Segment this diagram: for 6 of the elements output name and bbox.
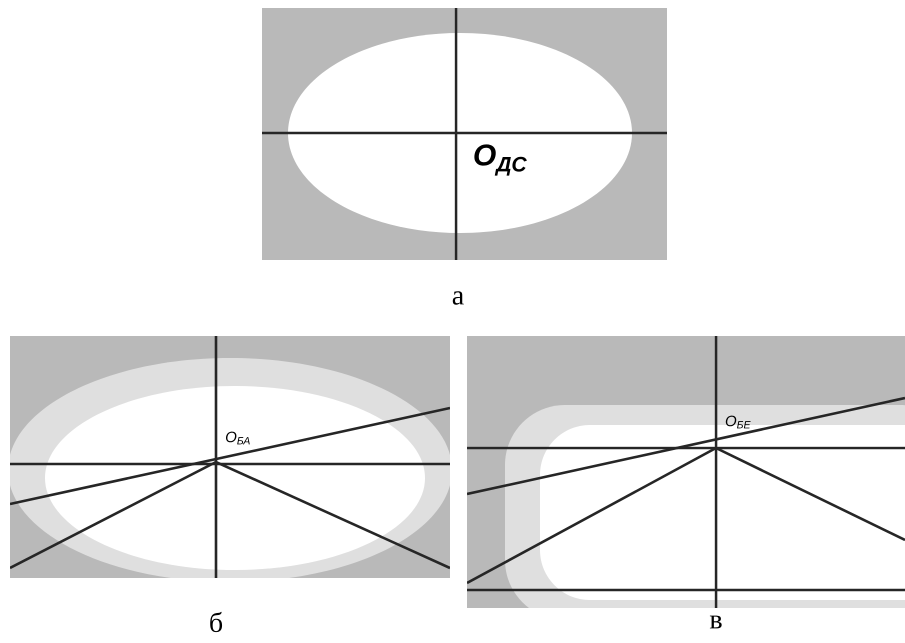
point-label: O$_{ДС}$: [474, 144, 527, 176]
point-label: O$_{БА}$: [226, 432, 250, 444]
point-label: O$_{БЕ}$: [726, 416, 751, 428]
panel-label: в: [710, 616, 722, 628]
panel-label: а: [452, 291, 464, 305]
panel-label: б: [210, 612, 222, 632]
